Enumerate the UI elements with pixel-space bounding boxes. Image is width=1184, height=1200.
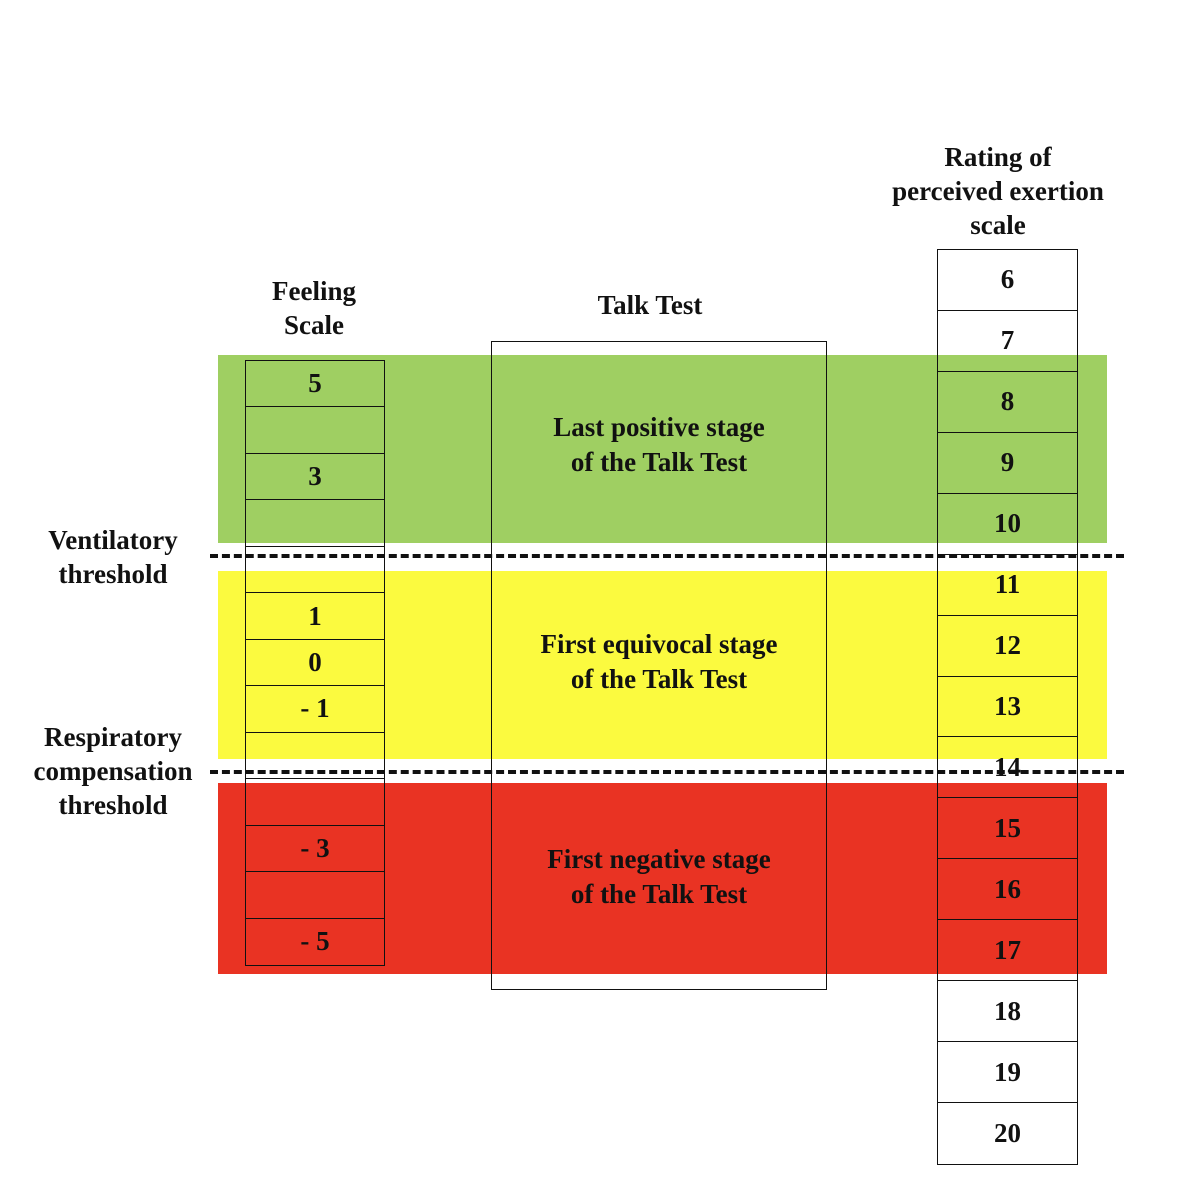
ventilatory-threshold-line: [210, 554, 1124, 558]
respiratory-compensation-threshold-line: [210, 770, 1124, 774]
feeling-scale-cell: [246, 733, 384, 780]
feeling-scale-cell: 0: [246, 640, 384, 687]
feeling-scale-cell: 1: [246, 593, 384, 640]
rpe-scale-cell: 9: [938, 433, 1077, 494]
feeling-scale-cell: [246, 407, 384, 454]
feeling-scale-cell: 3: [246, 454, 384, 501]
rpe-scale-cell: 6: [938, 250, 1077, 311]
rpe-scale-cell: 20: [994, 1118, 1021, 1149]
ventilatory-threshold-label: Ventilatory threshold: [48, 525, 178, 589]
rpe-scale-cell: 18: [938, 981, 1077, 1043]
rpe-scale-cell: 19: [938, 1042, 1077, 1104]
positive-zone-band: [218, 355, 1107, 543]
feeling-scale-cell: [246, 500, 384, 547]
talk-test-box: [491, 341, 827, 990]
rpe-scale-cell: 17: [938, 920, 1077, 982]
rpe-scale-cell: 15: [938, 798, 1077, 860]
equivocal-zone-band: [218, 571, 1107, 759]
rpe-scale-cell: 10: [938, 494, 1077, 555]
rpe-scale-cell: 11: [938, 555, 1077, 616]
last-positive-stage-label: Last positive stage of the Talk Test: [553, 412, 765, 477]
rpe-scale-cell: 16: [938, 859, 1077, 921]
rpe-scale-cell: 8: [938, 372, 1077, 433]
negative-zone-band: [218, 783, 1107, 974]
feeling-scale-cell: [246, 872, 384, 919]
feeling-scale-cell: [246, 779, 384, 826]
rpe-scale-cell: 7: [938, 311, 1077, 372]
rpe-scale-heading: Rating of perceived exertion scale: [892, 142, 1104, 240]
rpe-scale-cell: 14: [938, 737, 1077, 799]
feeling-scale-cell: - 5: [300, 926, 330, 957]
feeling-scale-heading: Feeling Scale: [272, 276, 356, 340]
first-equivocal-stage-label: First equivocal stage of the Talk Test: [540, 629, 778, 694]
feeling-scale-cell: - 3: [246, 826, 384, 873]
feeling-scale-cell: - 1: [246, 686, 384, 733]
respiratory-compensation-threshold-label: Respiratory compensation threshold: [33, 722, 193, 820]
first-negative-stage-label: First negative stage of the Talk Test: [547, 844, 771, 909]
talk-test-heading: Talk Test: [597, 290, 703, 320]
rpe-scale-cell: 13: [938, 677, 1077, 738]
rpe-scale-cell: 12: [938, 616, 1077, 677]
feeling-scale-cell: 5: [246, 361, 384, 408]
feeling-scale-cell: [246, 547, 384, 594]
